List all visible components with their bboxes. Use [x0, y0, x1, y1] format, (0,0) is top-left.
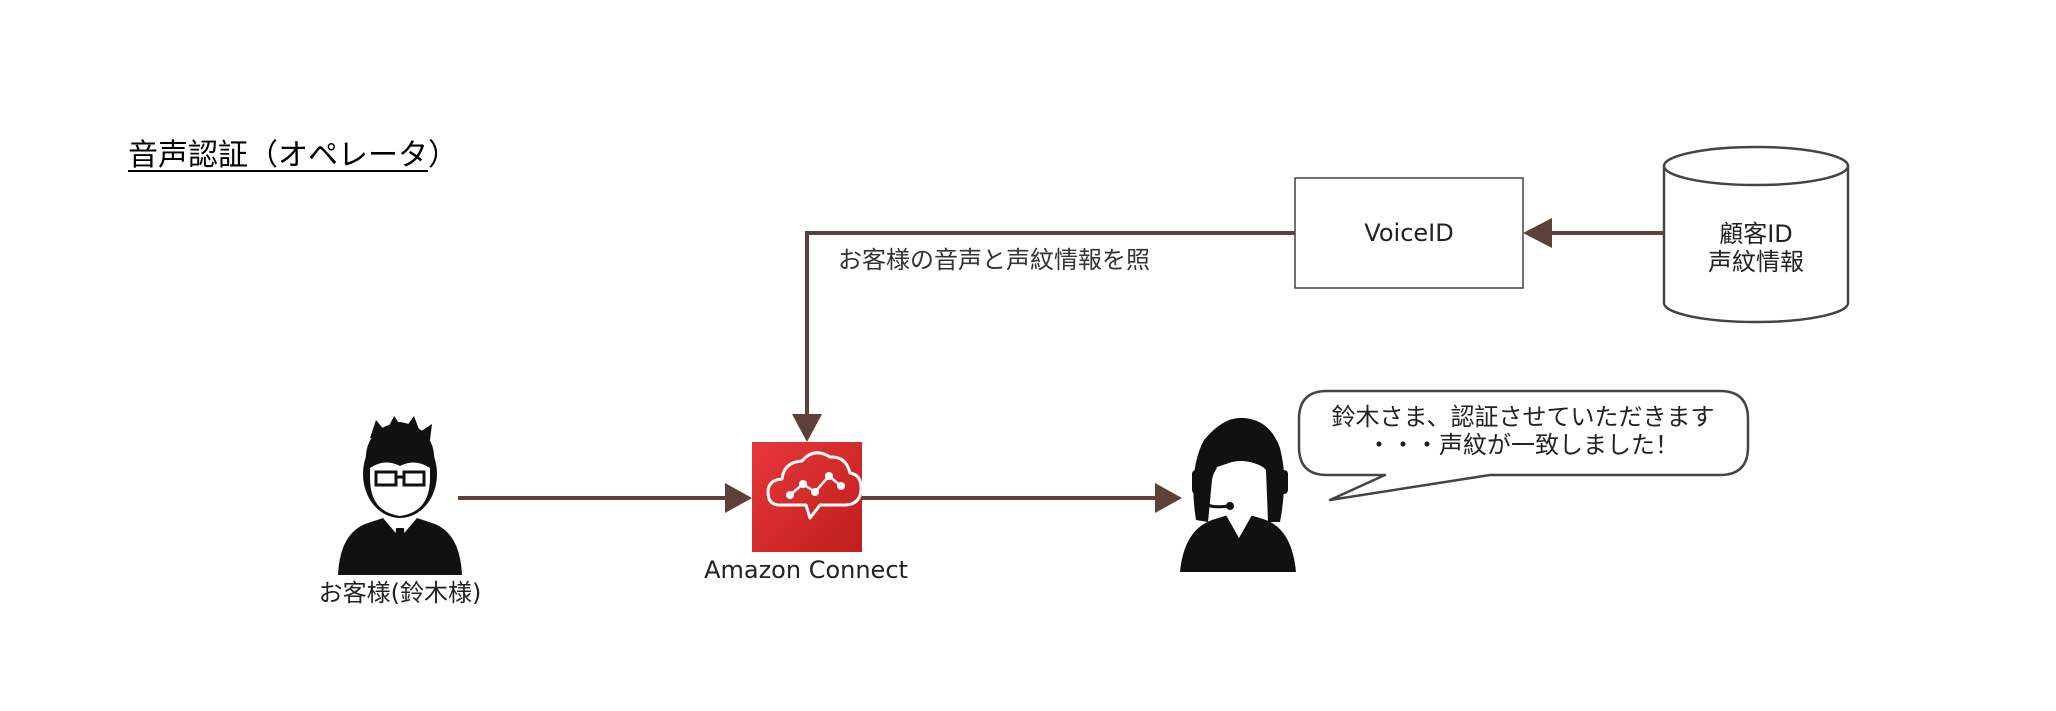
arrow-db-to-voiceid — [1523, 218, 1664, 248]
arrow-customer-to-connect — [458, 483, 752, 513]
voiceid-label: VoiceID — [1364, 219, 1453, 247]
speech-line1: 鈴木さま、認証させていただきます — [1331, 403, 1714, 431]
connect-label: Amazon Connect — [704, 556, 908, 584]
flow-label: お客様の音声と声紋情報を照 — [838, 246, 1150, 274]
db-label-line2: 声紋情報 — [1708, 248, 1804, 276]
arrow-connect-to-operator — [862, 483, 1182, 513]
speech-bubble — [1297, 389, 1750, 502]
speech-line2: ・・・声紋が一致しました！ — [1367, 431, 1679, 459]
diagram-title: 音声認証（オペレータ） — [128, 138, 458, 173]
arrow-voiceid-to-connect — [792, 231, 1295, 442]
customer-label: お客様(鈴木様) — [319, 579, 482, 607]
db-label-line1: 顧客ID — [1719, 220, 1793, 248]
operator-headset-icon — [1180, 417, 1296, 572]
amazon-connect-cloud-icon — [752, 442, 863, 552]
database-cylinder-icon — [1662, 145, 1850, 324]
customer-person-icon — [338, 416, 462, 575]
